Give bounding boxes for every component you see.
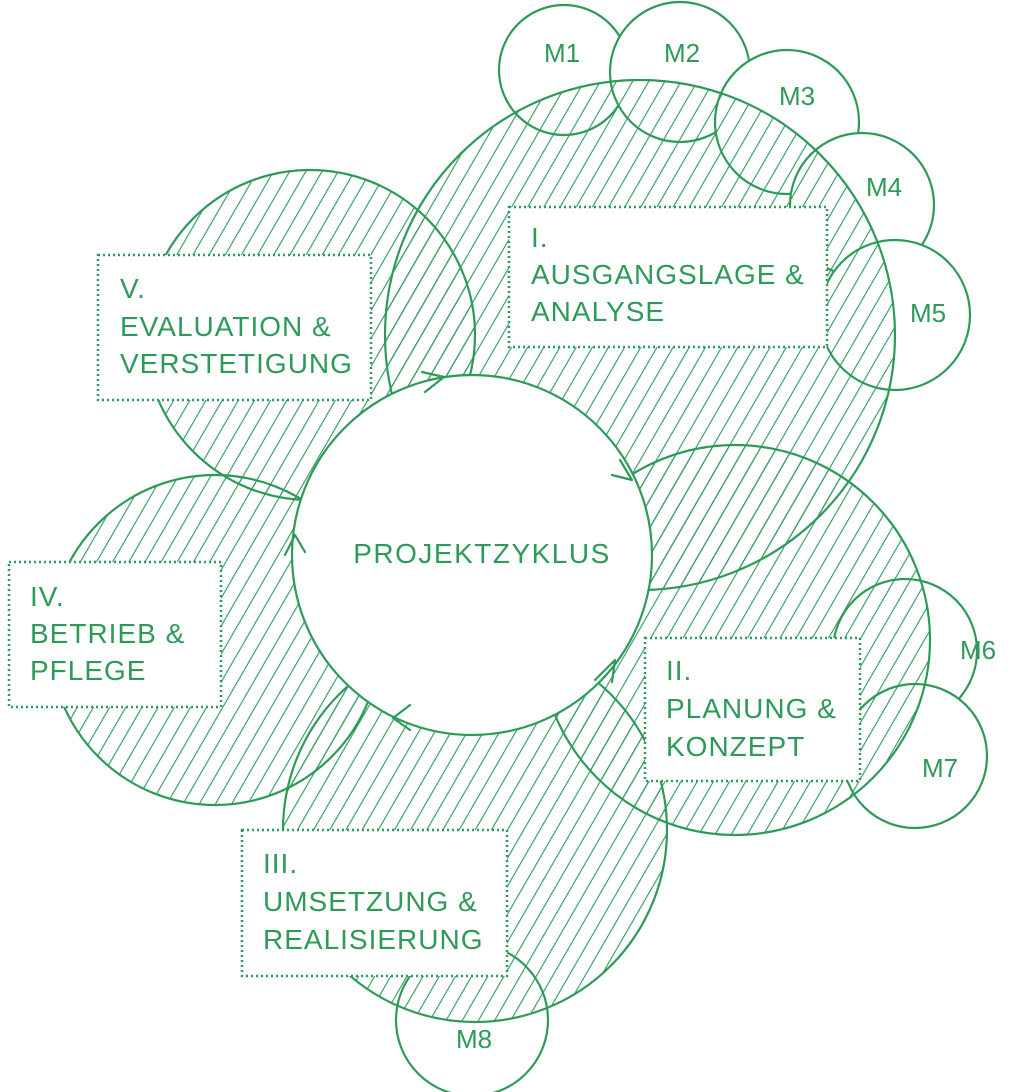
svg-text:III. UMSETZUNG & R: III. UMSETZUNG & REALISIERUNG xyxy=(263,848,487,955)
phase-ii-number: II. xyxy=(666,655,692,686)
phase-ii-line1: PLANUNG & xyxy=(666,693,837,724)
module-label-m2: M2 xyxy=(664,38,700,68)
phase-i-line2: ANALYSE xyxy=(531,296,665,327)
phase-label-ii: II. PLANUNG & KONZEPT xyxy=(643,636,862,783)
phase-label-iv: IV. BETRIEB & PFLEGE xyxy=(7,560,223,709)
svg-text:V. EVALUATION & VE: V. EVALUATION & VERSTETIGUNG xyxy=(120,273,353,379)
arrow-icon xyxy=(391,703,412,732)
phase-iv-line1: BETRIEB & xyxy=(30,618,185,649)
cycle-arrows xyxy=(283,370,634,732)
module-label-m8: M8 xyxy=(456,1024,492,1054)
svg-text:IV. BETRIEB & PFLE: IV. BETRIEB & PFLEGE xyxy=(30,581,194,686)
module-label-m6: M6 xyxy=(960,635,996,665)
phase-label-iii: III. UMSETZUNG & REALISIERUNG xyxy=(240,828,509,978)
phase-v-line1: EVALUATION & xyxy=(120,311,332,342)
module-labels: M1 M2 M3 M4 M5 M6 M7 M8 xyxy=(456,38,996,1054)
cycle-ring xyxy=(283,370,654,737)
phase-label-i: I. AUSGANGSLAGE & ANALYSE xyxy=(507,205,829,349)
phase-ii-line2: KONZEPT xyxy=(666,731,805,762)
module-label-m1: M1 xyxy=(544,38,580,68)
module-label-m5: M5 xyxy=(910,298,946,328)
phase-iv-number: IV. xyxy=(30,581,65,612)
phase-i-line1: AUSGANGSLAGE & xyxy=(531,259,805,290)
phase-iii-line1: UMSETZUNG & xyxy=(263,886,478,917)
module-label-m4: M4 xyxy=(866,172,902,202)
arrow-icon xyxy=(610,458,634,482)
phase-iii-number: III. xyxy=(263,848,298,879)
arrow-icon xyxy=(420,370,446,394)
phase-v-line2: VERSTETIGUNG xyxy=(120,348,353,379)
phase-label-v: V. EVALUATION & VERSTETIGUNG xyxy=(96,253,373,402)
svg-text:II. PLANUNG & KONZ: II. PLANUNG & KONZEPT xyxy=(666,655,846,762)
arrow-icon xyxy=(283,533,307,557)
module-label-m3: M3 xyxy=(779,81,815,111)
phase-iv-line2: PFLEGE xyxy=(30,655,146,686)
center-title: PROJEKTZYKLUS xyxy=(353,538,611,569)
svg-text:I. AUSGANGSLAGE &: I. AUSGANGSLAGE & ANALYSE xyxy=(531,222,814,327)
phase-iii-line2: REALISIERUNG xyxy=(263,924,484,955)
cycle-circle xyxy=(290,373,654,737)
phase-i-number: I. xyxy=(531,222,549,253)
phase-v-number: V. xyxy=(120,273,146,304)
arrow-icon xyxy=(593,658,617,684)
module-label-m7: M7 xyxy=(922,753,958,783)
